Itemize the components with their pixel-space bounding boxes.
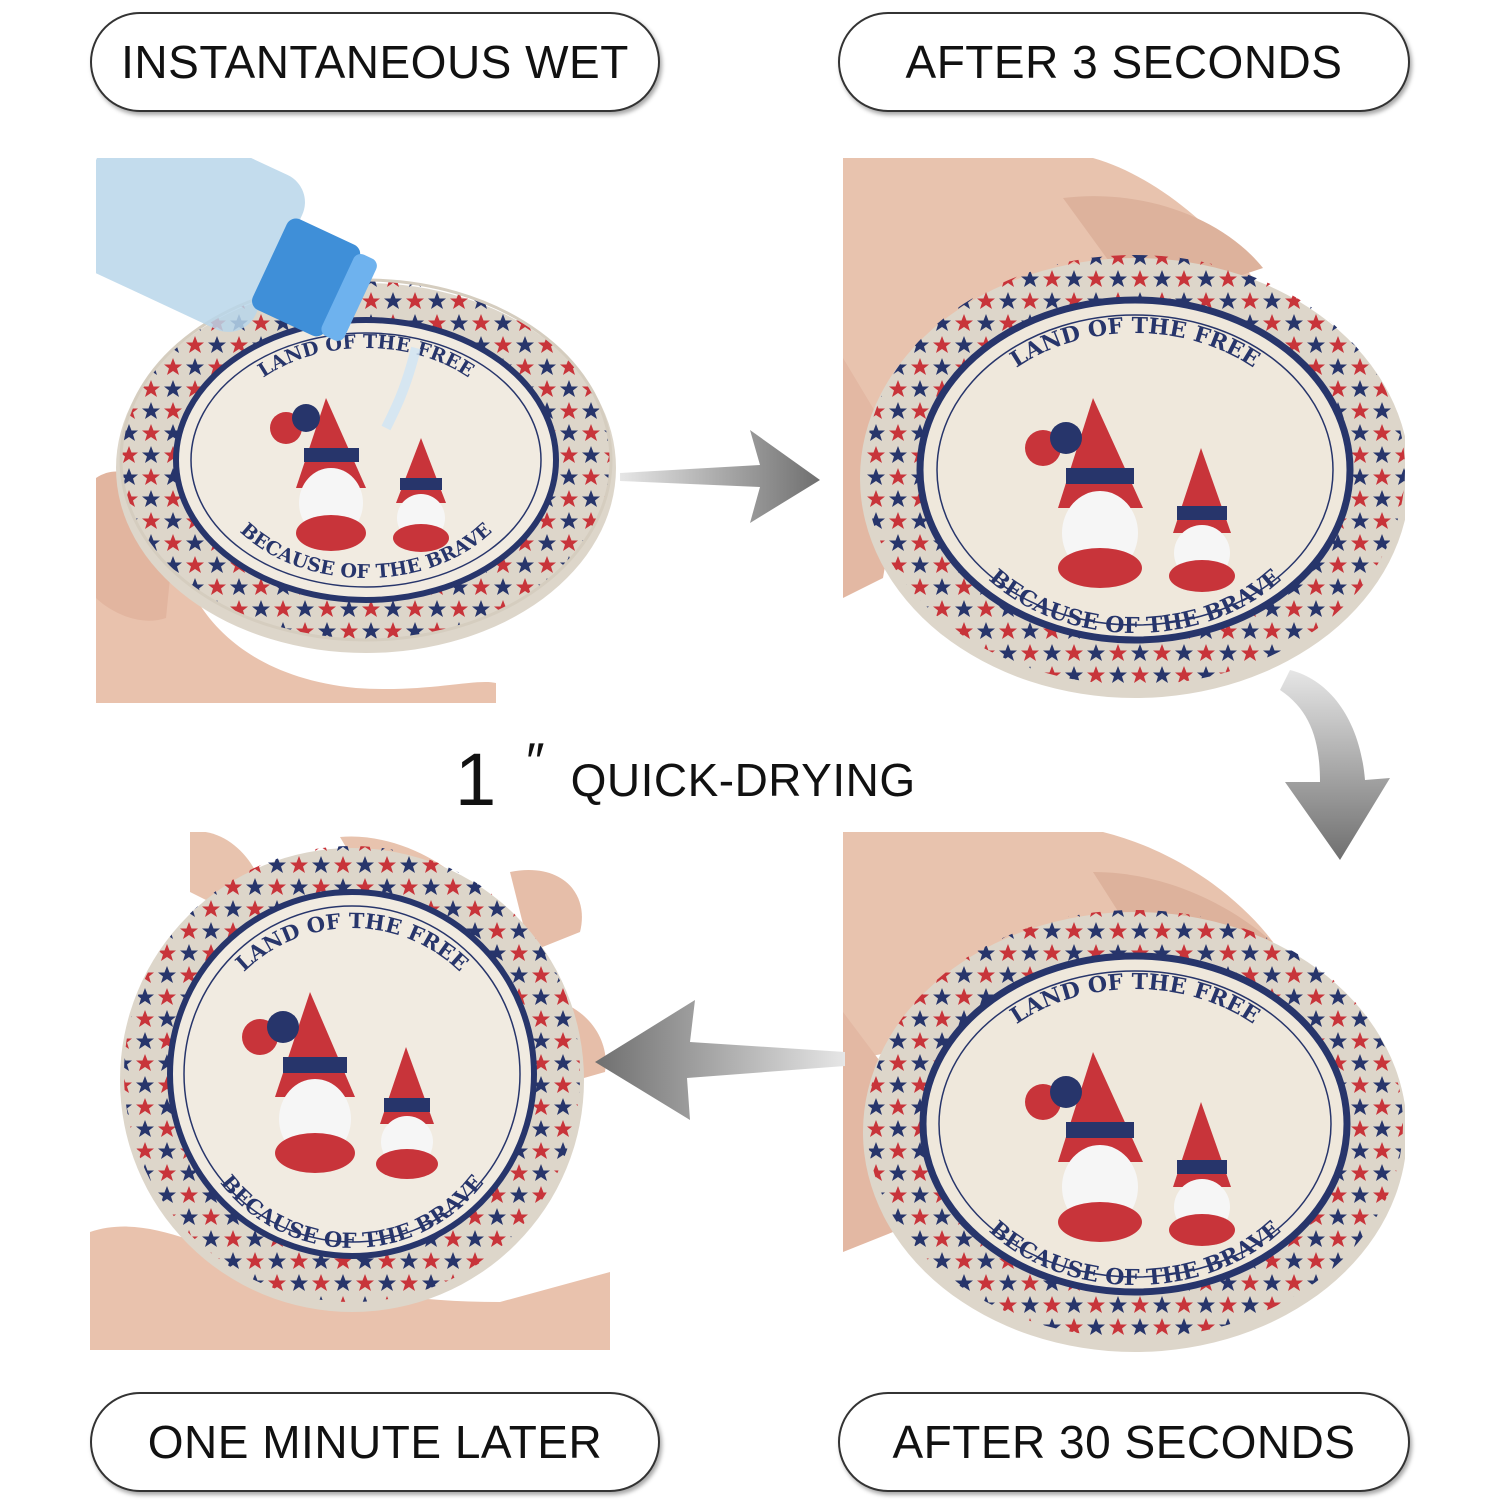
label-after-3-seconds: AFTER 3 SECONDS	[838, 12, 1410, 112]
photo-one-minute-later: LAND OF THE FREE BECAUSE OF THE BRAVE	[90, 832, 610, 1350]
label-after-30-seconds: AFTER 30 SECONDS	[838, 1392, 1410, 1492]
label-one-minute-later: ONE MINUTE LATER	[90, 1392, 660, 1492]
quick-drying-caption: 1 ″ QUICK-DRYING	[455, 725, 975, 835]
caption-text: QUICK-DRYING	[570, 754, 916, 806]
arrow-right-icon	[620, 430, 820, 523]
arrow-left-icon	[595, 1000, 845, 1120]
label-instantaneous-wet: INSTANTANEOUS WET	[90, 12, 660, 112]
photo-after-30-seconds: LAND OF THE FREE BECAUSE OF THE BRAVE	[843, 832, 1405, 1360]
arrow-down-curved-icon	[1280, 670, 1390, 860]
photo-instantaneous-wet: LAND OF THE FREE BECAUSE OF THE BRAVE	[96, 158, 621, 703]
caption-number: 1	[455, 738, 497, 821]
caption-mark: ″	[526, 733, 545, 791]
photo-after-3-seconds: LAND OF THE FREE BECAUSE OF THE BRAVE	[843, 158, 1405, 710]
